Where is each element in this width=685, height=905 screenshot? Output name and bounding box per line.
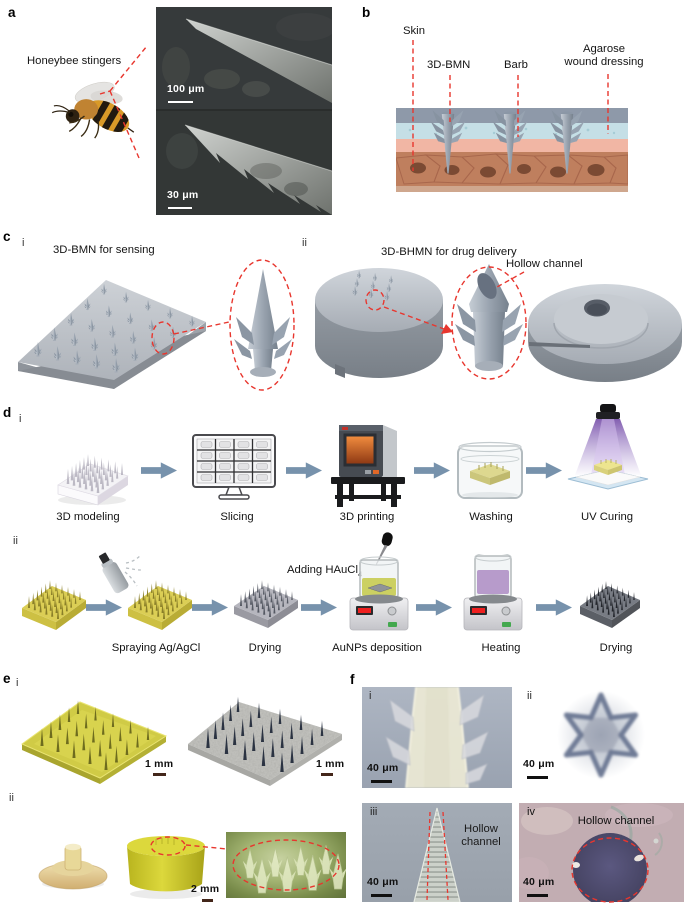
scale-label-2mm: 2 mm <box>191 883 220 895</box>
spray-can-icon <box>98 552 142 594</box>
scale-label-1mm-right: 1 mm <box>316 758 345 770</box>
panel-e-numeral-i: i <box>16 677 19 689</box>
3d-printer-icon <box>331 425 405 507</box>
scale-bar-f-iii <box>371 894 392 897</box>
label-agarose: Agarose wound dressing <box>556 43 652 69</box>
hollow-iii-line2: channel <box>461 835 501 848</box>
patch-underside-render <box>528 284 682 382</box>
label-agarose-line1: Agarose <box>582 43 626 55</box>
step-label-spraying: Spraying Ag/AgCl <box>111 642 201 654</box>
scale-label-f-iii: 40 μm <box>367 876 399 888</box>
photo-needles-closeup <box>226 832 346 898</box>
panel-f-numeral-iii: iii <box>370 806 378 818</box>
label-hollow-channel-iii: Hollow channel <box>452 823 510 849</box>
scale-bar-1mm-left <box>153 773 166 776</box>
step-label-drying-2: Drying <box>599 642 633 654</box>
washing-beaker-icon <box>457 441 523 499</box>
step-label-slicing: Slicing <box>220 511 254 523</box>
panel-a-letter: a <box>8 5 16 20</box>
scale-bar-2mm <box>202 899 213 902</box>
microneedle-array-render <box>18 280 206 389</box>
panel-d-numeral-ii: ii <box>13 535 18 547</box>
scale-label-f-ii: 40 μm <box>523 758 555 770</box>
process-arrow-icon <box>141 462 177 479</box>
label-hollow-channel-iv: Hollow channel <box>577 815 655 827</box>
adding-haucl4-text: Adding HAuCl <box>287 564 358 576</box>
scale-label-1mm-left: 1 mm <box>145 758 174 770</box>
panel-f-numeral-iv: iv <box>527 806 535 818</box>
micrograph-needle-top: ii 40 μm <box>519 687 684 783</box>
honeybee-icon <box>51 81 135 139</box>
label-barb: Barb <box>504 59 528 71</box>
barbed-needle-zoom-render <box>234 269 292 377</box>
panel-d-numeral-i: i <box>19 413 22 425</box>
micrograph-needle-side: i 40 μm <box>362 687 512 788</box>
sem-scale-label-bottom: 30 μm <box>167 189 199 201</box>
step-label-3d-modeling: 3D modeling <box>56 511 120 523</box>
step-label-heating: Heating <box>481 642 521 654</box>
panel-c-numeral-i: i <box>22 237 25 249</box>
scale-bar-f-ii <box>527 776 548 779</box>
process-arrow-icon <box>526 462 562 479</box>
label-3d-bmn: 3D-BMN <box>427 59 471 71</box>
skin-cross-section-illustration <box>396 108 628 192</box>
3d-modeling-icon <box>57 454 129 506</box>
process-arrow-icon <box>414 462 450 479</box>
panel-e-numeral-ii: ii <box>9 792 14 804</box>
panel-c-title-drug-delivery: 3D-BHMN for drug delivery <box>381 246 517 258</box>
process-arrow-icon <box>416 599 452 616</box>
resin-array-icon <box>22 580 86 630</box>
sem-scale-bar-bottom <box>168 207 192 209</box>
slicing-monitor-icon <box>192 434 276 500</box>
scale-bar-f-iv <box>527 894 548 897</box>
panel-f-numeral-i: i <box>369 690 372 702</box>
step-label-aunps-deposition: AuNPs deposition <box>332 642 422 654</box>
round-patch-render <box>315 268 443 378</box>
panel-f-letter: f <box>350 672 355 687</box>
panel-c-letter: c <box>3 229 11 244</box>
panel-d-letter: d <box>3 405 12 420</box>
scale-bar-1mm-right <box>321 773 333 776</box>
panel-b-letter: b <box>362 5 371 20</box>
process-arrow-icon <box>301 599 337 616</box>
panel-c-numeral-ii: ii <box>302 237 307 249</box>
scale-bar-f-i <box>371 780 392 783</box>
label-agarose-line2: wound dressing <box>564 55 644 68</box>
uv-curing-icon <box>567 404 649 490</box>
step-label-washing: Washing <box>469 511 513 523</box>
dried-array-icon <box>580 581 640 628</box>
coated-array-icon <box>234 580 298 628</box>
scale-label-f-i: 40 μm <box>367 762 399 774</box>
label-skin: Skin <box>403 25 425 37</box>
panel-f-numeral-ii: ii <box>527 690 532 702</box>
process-arrow-icon <box>286 462 322 479</box>
micrograph-hollow-needle: iii Hollow channel 40 μm <box>362 803 512 902</box>
photo-coated-array <box>188 696 342 786</box>
panel-e-letter: e <box>3 671 11 686</box>
aunps-deposition-icon <box>349 532 409 631</box>
photo-printed-cap <box>38 843 108 890</box>
hollow-needle-zoom-render <box>455 264 523 371</box>
step-label-3d-printing: 3D printing <box>339 511 395 523</box>
sem-scale-bar-top <box>168 101 193 103</box>
micrograph-hollow-channel-top: iv Hollow channel 40 μm <box>519 803 684 902</box>
hollow-iii-line1: Hollow <box>464 823 498 835</box>
panel-c-title-sensing: 3D-BMN for sensing <box>53 244 155 256</box>
panel-a-caption: Honeybee stingers <box>27 55 122 67</box>
scale-label-f-iv: 40 μm <box>523 876 555 888</box>
photo-resin-array <box>20 700 168 784</box>
sem-scale-label-top: 100 μm <box>167 83 205 95</box>
sem-image-stinger-100um <box>156 7 332 109</box>
sem-image-stinger-30um <box>156 111 332 215</box>
sem-image-container: 100 μm 30 μm <box>156 7 332 215</box>
step-label-uv-curing: UV Curing <box>580 511 634 523</box>
process-arrow-icon <box>536 599 572 616</box>
resin-array-sprayed-icon <box>128 580 192 630</box>
heating-icon <box>463 554 523 631</box>
step-label-drying-1: Drying <box>248 642 282 654</box>
